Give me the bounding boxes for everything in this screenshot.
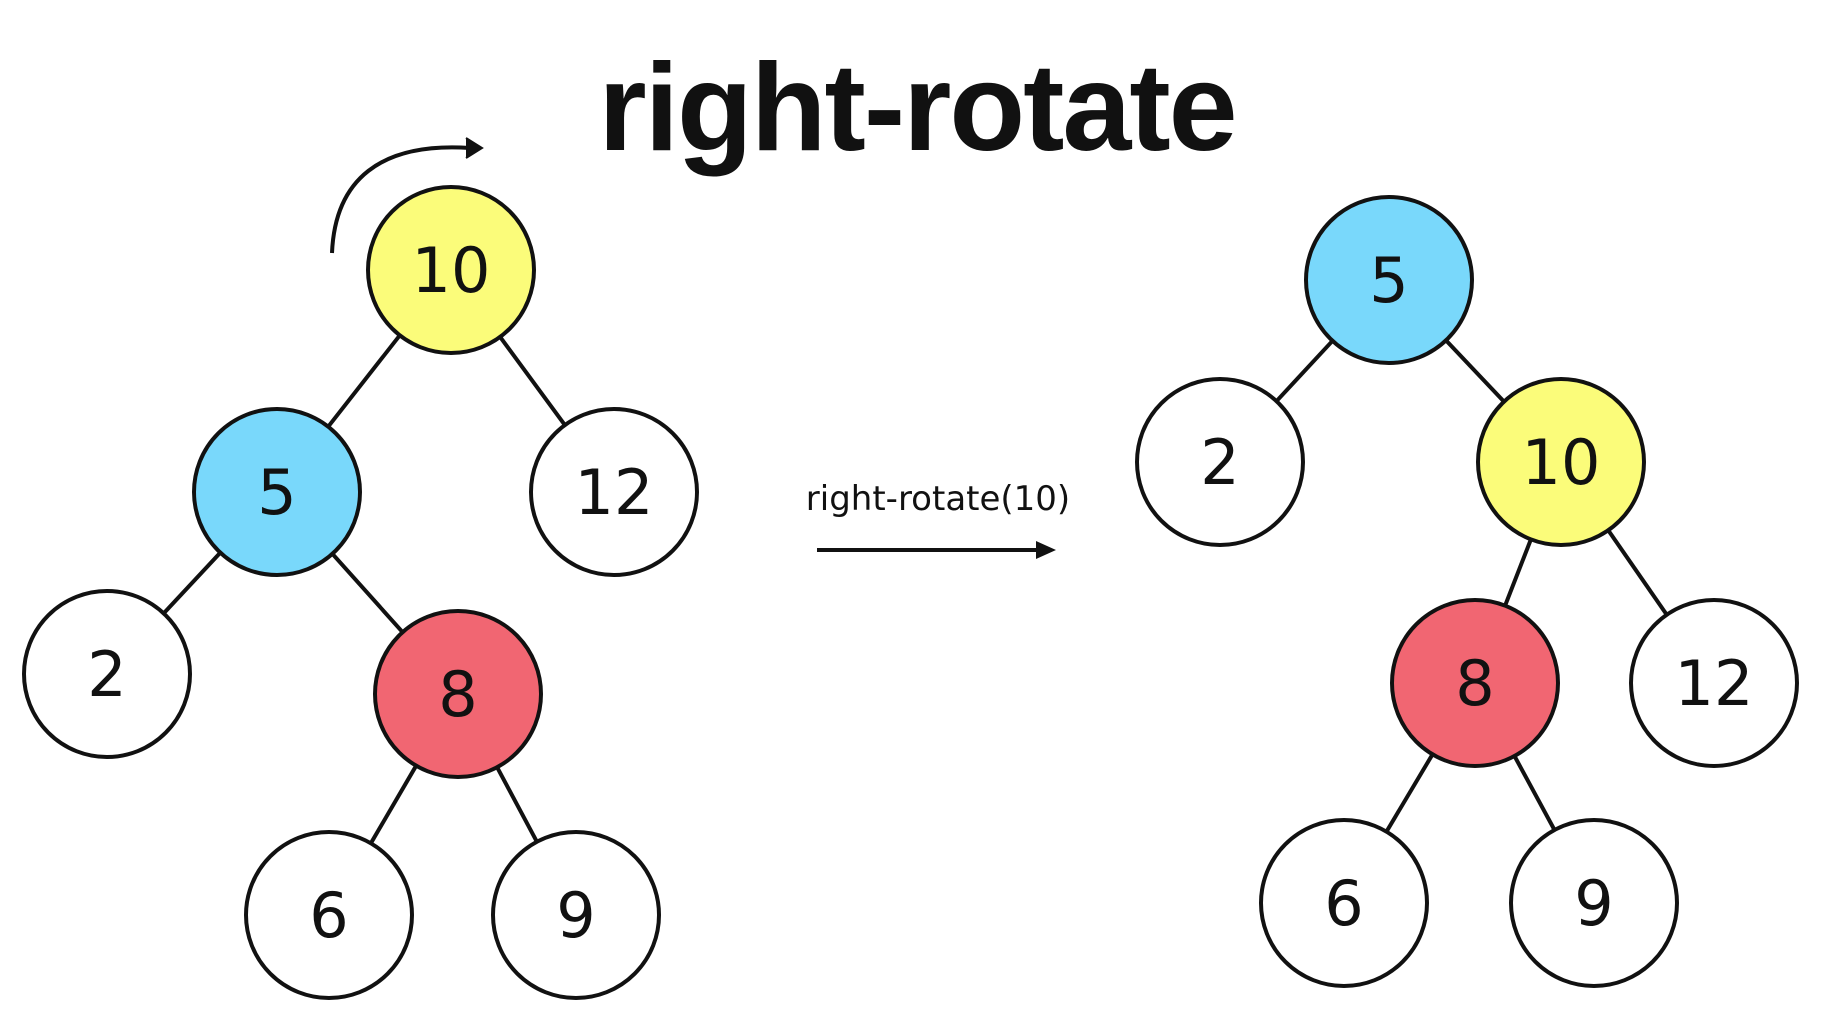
before-node-9: 9 xyxy=(491,830,661,1000)
after-node-circle xyxy=(1259,818,1429,988)
after-node-label: 8 xyxy=(1455,647,1494,720)
before-node-12: 12 xyxy=(529,407,699,577)
before-node-8: 8 xyxy=(373,609,543,779)
before-node-2: 2 xyxy=(22,589,192,759)
after-node-label: 2 xyxy=(1200,426,1239,499)
after-node-label: 9 xyxy=(1574,867,1613,940)
after-node-5: 5 xyxy=(1304,195,1474,365)
after-tree: 5 2 10 8 12 6 9 xyxy=(1135,195,1799,988)
before-node-label: 10 xyxy=(412,234,491,307)
rotation-arrow-icon xyxy=(330,137,484,254)
transform-arrow-icon xyxy=(817,541,1056,559)
operation-label: right-rotate(10) xyxy=(806,479,1070,519)
after-node-6: 6 xyxy=(1259,818,1429,988)
after-node-circle xyxy=(1509,818,1679,988)
before-node-10: 10 xyxy=(366,185,536,355)
after-node-label: 12 xyxy=(1675,647,1754,720)
before-node-circle xyxy=(192,407,362,577)
after-edge xyxy=(1275,339,1334,403)
after-node-9: 9 xyxy=(1509,818,1679,988)
after-node-circle xyxy=(1304,195,1474,365)
after-edge xyxy=(1444,338,1506,404)
before-node-circle xyxy=(22,589,192,759)
before-edge xyxy=(162,551,222,615)
before-tree: 10 5 12 2 8 6 9 xyxy=(22,185,699,1000)
after-node-label: 5 xyxy=(1369,244,1408,317)
before-node-label: 12 xyxy=(575,456,654,529)
after-edge xyxy=(1384,753,1435,833)
before-edge xyxy=(369,764,418,845)
after-node-circle xyxy=(1476,377,1646,547)
before-node-circle xyxy=(244,830,414,1000)
before-node-6: 6 xyxy=(244,830,414,1000)
before-node-circle xyxy=(529,407,699,577)
after-node-8: 8 xyxy=(1390,598,1560,768)
after-node-circle xyxy=(1390,598,1560,768)
before-node-circle xyxy=(491,830,661,1000)
before-edge xyxy=(326,334,402,428)
after-edge xyxy=(1503,538,1533,607)
before-node-5: 5 xyxy=(192,407,362,577)
before-edge xyxy=(498,335,567,427)
after-tree-edges xyxy=(1275,338,1669,833)
before-node-circle xyxy=(373,609,543,779)
before-edge xyxy=(330,552,405,634)
after-edge xyxy=(1606,529,1669,616)
before-node-label: 8 xyxy=(438,658,477,731)
after-edge xyxy=(1512,755,1557,831)
after-node-label: 6 xyxy=(1324,867,1363,940)
after-node-12: 12 xyxy=(1629,598,1799,768)
before-node-label: 5 xyxy=(257,456,296,529)
after-node-10: 10 xyxy=(1476,377,1646,547)
after-node-circle xyxy=(1629,598,1799,768)
before-node-label: 9 xyxy=(556,879,595,952)
after-node-2: 2 xyxy=(1135,377,1305,547)
before-node-circle xyxy=(366,185,536,355)
diagram-title: right-rotate xyxy=(598,39,1235,177)
after-node-label: 10 xyxy=(1522,426,1601,499)
before-node-label: 6 xyxy=(309,879,348,952)
before-node-label: 2 xyxy=(87,638,126,711)
after-node-circle xyxy=(1135,377,1305,547)
before-edge xyxy=(495,766,539,843)
before-tree-edges xyxy=(162,334,567,845)
